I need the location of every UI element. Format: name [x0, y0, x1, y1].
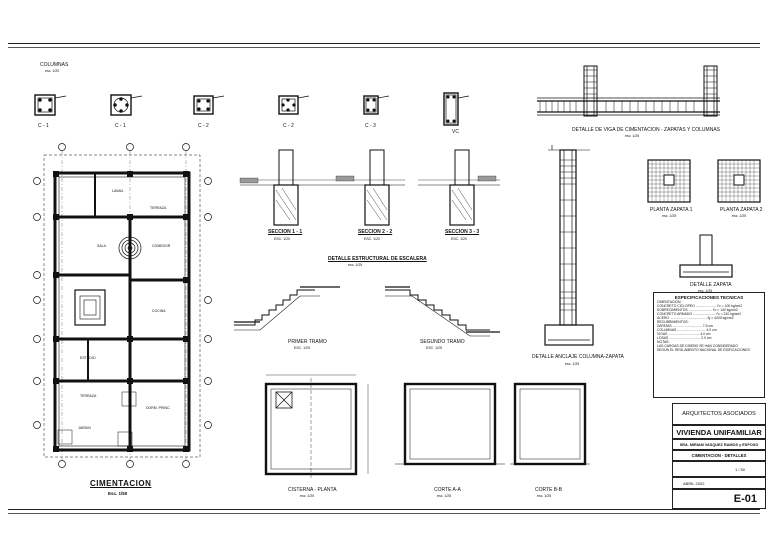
- room-label: JARDIN: [78, 426, 91, 430]
- cistern-plan-title: CISTERNA - PLANTA: [288, 487, 337, 493]
- spec-line: SOBRECIMIENTOS .........................…: [657, 308, 738, 312]
- column-label-vc: VC: [452, 129, 459, 135]
- column-section-c2b: [278, 95, 310, 115]
- room-label: DORM. PRINC.: [146, 406, 171, 410]
- anchor-title: DETALLE ANCLAJE COLUMNA-ZAPATA: [532, 354, 624, 360]
- beam-detail-drawing: [537, 65, 720, 117]
- cistern-cut-a-scale: esc. 1/25: [437, 494, 452, 498]
- column-section-c2: [193, 95, 225, 115]
- section-1-title: SECCION 1 - 1: [268, 229, 303, 235]
- spec-line: CONCRETO ARMADO ........................…: [657, 312, 742, 316]
- foundation-plan-title: CIMENTACION: [90, 479, 152, 488]
- column-label-c3: C - 3: [365, 123, 376, 129]
- sheet-border-bottom-inner: [8, 513, 760, 514]
- footing-plan-drawings: [647, 159, 761, 278]
- room-label: ESTUDIO: [80, 356, 96, 360]
- cistern-drawings: [264, 374, 590, 480]
- section-3-scale: ESC. 1/20: [451, 237, 467, 241]
- cistern-plan-scale: esc. 1/25: [300, 494, 315, 498]
- cistern-cut-a-title: CORTE A-A: [434, 487, 461, 493]
- stair-drawings: [234, 286, 500, 337]
- section-1-scale: ESC. 1/20: [274, 237, 290, 241]
- stair-first-scale: ESC. 1/25: [294, 346, 310, 350]
- room-label: LAVAN.: [112, 189, 124, 193]
- beam-detail-scale: esc. 1/25: [625, 134, 640, 138]
- title-block: ARQUITECTOS ASOCIADOS VIVIENDA UNIFAMILI…: [672, 403, 768, 509]
- spec-line: CONCRETO CICLOPEO ......................…: [657, 304, 743, 308]
- spec-line: COLUMNAS .............................. …: [657, 328, 717, 332]
- room-label: COCINA: [152, 309, 166, 313]
- title-block-date: ABRIL 2002: [672, 477, 766, 489]
- technical-specs-box: ESPECIFICACIONES TECNICAS CIMENTACION: C…: [653, 292, 765, 398]
- section-2-title: SECCION 2 - 2: [358, 229, 393, 235]
- cistern-cut-b-scale: esc. 1/25: [537, 494, 552, 498]
- column-section-c1b: [110, 94, 143, 116]
- title-block-owner: SRA. MIRIAM VASQUEZ RAMOS y ESPOSO: [672, 439, 766, 450]
- spec-line: NOTAS:: [657, 340, 670, 344]
- column-section-c1: [34, 94, 67, 116]
- room-label: TERRAZA: [80, 394, 97, 398]
- sheet-border-bottom: [8, 509, 760, 510]
- room-label: COMEDOR: [152, 244, 171, 248]
- foundation-plan-scale: Esc. 1/50: [108, 491, 128, 496]
- cistern-cut-b-title: CORTE B-B: [535, 487, 563, 493]
- title-block-project: VIVIENDA UNIFAMILIAR: [672, 425, 766, 439]
- technical-specs-title: ESPECIFICACIONES TECNICAS: [674, 295, 744, 300]
- footing-detail-title: DETALLE ZAPATA: [690, 282, 732, 288]
- stair-second-title: SEGUNDO TRAMO: [420, 339, 465, 345]
- title-block-firm: ARQUITECTOS ASOCIADOS: [672, 403, 766, 425]
- spec-line: ACERO ..................................…: [657, 316, 734, 320]
- columns-heading: COLUMNAS: [40, 62, 69, 68]
- sheet-border-top: [8, 43, 760, 44]
- footing-2-title: PLANTA ZAPATA 2: [720, 207, 763, 213]
- spec-line: LAS CARGAS DE DISEÑO SE HAN CONSIDERADO: [657, 344, 739, 348]
- room-label: SALA: [97, 244, 106, 248]
- title-block-sheet-name: CIMENTACION - DETALLES: [672, 450, 766, 461]
- beam-detail-title: DETALLE DE VIGA DE CIMENTACION - ZAPATAS…: [572, 127, 720, 133]
- section-drawings: [239, 149, 500, 226]
- spec-line: ZAPATAS ............................... …: [657, 324, 713, 328]
- stair-second-scale: ESC. 1/25: [426, 346, 442, 350]
- footing-2-scale: esc. 1/25: [732, 214, 747, 218]
- sheet-border-top-inner: [8, 47, 760, 48]
- title-block-scale: 1 / 50: [672, 461, 766, 477]
- footing-1-scale: esc. 1/25: [662, 214, 677, 218]
- column-label-c1b: C - 1: [115, 123, 126, 129]
- section-2-scale: ESC. 1/20: [364, 237, 380, 241]
- column-label-c2b: C - 2: [283, 123, 294, 129]
- footing-1-title: PLANTA ZAPATA 1: [650, 207, 693, 213]
- spec-line: CIMENTACION:: [657, 300, 682, 304]
- column-label-c2: C - 2: [198, 123, 209, 129]
- column-section-vc: [443, 92, 470, 126]
- room-label: TERRAZA: [150, 206, 167, 210]
- spec-line: SEGUN EL REGLAMENTO NACIONAL DE EDIFICAC…: [657, 348, 750, 352]
- stair-scale: esc. 1/25: [348, 263, 363, 267]
- stair-title: DETALLE ESTRUCTURAL DE ESCALERA: [328, 256, 427, 262]
- column-section-c3: [363, 95, 390, 115]
- column-label-c1: C - 1: [38, 123, 49, 129]
- foundation-plan-drawing: [33, 143, 212, 468]
- anchor-scale: esc. 1/25: [565, 362, 580, 366]
- spec-line: VIGAS ................................. …: [657, 332, 711, 336]
- footing-detail-scale: esc. 1/25: [698, 289, 713, 293]
- spec-line: RECUBRIMIENTOS:: [657, 320, 689, 324]
- anchor-column-drawing: [544, 145, 594, 346]
- section-3-title: SECCION 3 - 3: [445, 229, 480, 235]
- stair-first-title: PRIMER TRAMO: [288, 339, 327, 345]
- spec-line: LOSAS ................................. …: [657, 336, 712, 340]
- columns-scale: esc. 1/20: [45, 69, 60, 73]
- title-block-sheet-number: E-01: [672, 489, 766, 509]
